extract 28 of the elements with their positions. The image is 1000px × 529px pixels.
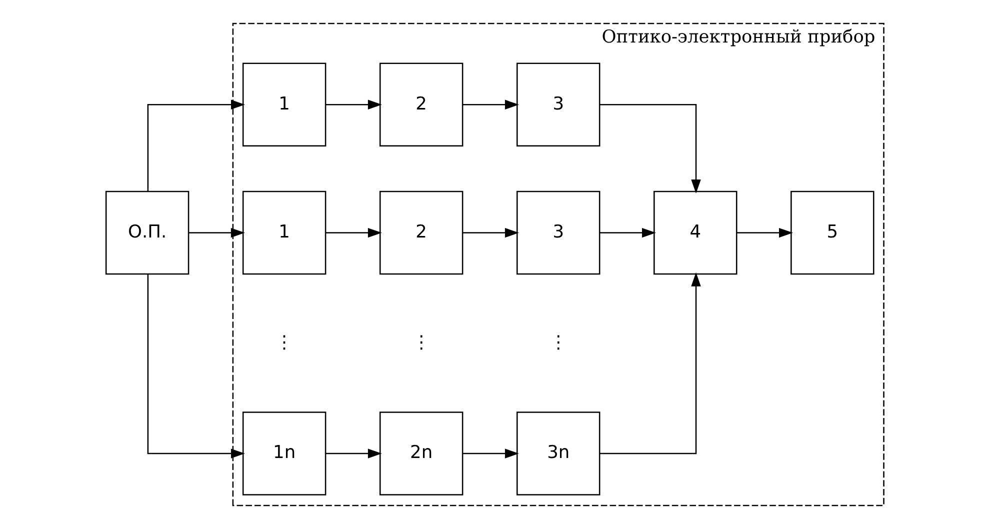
node-box: 1 bbox=[242, 62, 326, 147]
node-box: 2 bbox=[379, 190, 464, 275]
node-box: 1n bbox=[242, 412, 326, 496]
label: ⋮ bbox=[549, 332, 568, 353]
node-box: 3n bbox=[516, 412, 600, 496]
arrow bbox=[462, 100, 519, 110]
arrow bbox=[462, 228, 519, 238]
node-box: 3 bbox=[516, 62, 600, 147]
arrow bbox=[147, 100, 245, 192]
label: ⋮ bbox=[275, 332, 294, 353]
arrow bbox=[188, 228, 245, 238]
arrow bbox=[600, 228, 656, 238]
node-box: 3 bbox=[516, 190, 600, 275]
arrow bbox=[147, 274, 245, 458]
arrow bbox=[326, 448, 382, 458]
arrow bbox=[326, 100, 382, 110]
node-box: 5 bbox=[790, 190, 874, 275]
arrow bbox=[600, 272, 701, 454]
node-box: 4 bbox=[654, 190, 738, 275]
node-box: 2n bbox=[379, 412, 464, 496]
arrow bbox=[326, 228, 382, 238]
label: ⋮ bbox=[412, 332, 430, 353]
node-box: 1 bbox=[242, 190, 326, 275]
arrow bbox=[736, 228, 793, 238]
arrow bbox=[462, 448, 519, 458]
arrow bbox=[600, 104, 701, 194]
node-box: 2 bbox=[379, 62, 464, 147]
node-box: О.П. bbox=[105, 190, 190, 275]
